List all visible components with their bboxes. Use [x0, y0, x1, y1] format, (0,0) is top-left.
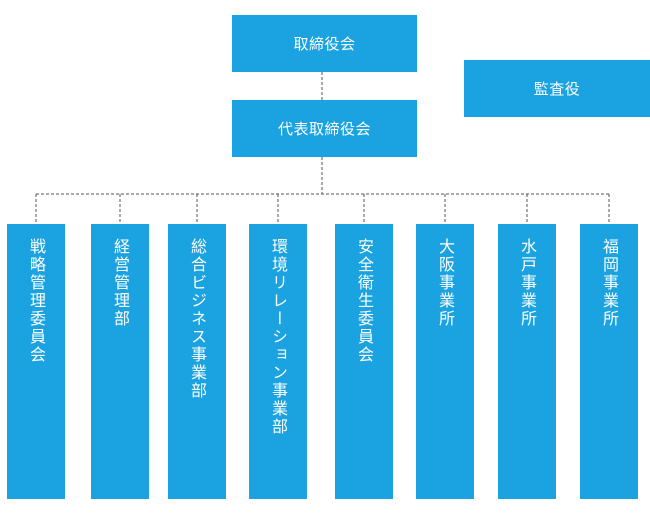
department-label: 福岡事業所 — [600, 238, 619, 328]
auditor-box: 監査役 — [464, 60, 650, 117]
board-of-directors-box: 取締役会 — [232, 15, 417, 72]
department-box-management: 経営管理部 — [91, 224, 149, 499]
department-box-safety-health-committee: 安全衛生委員会 — [335, 224, 393, 499]
department-label: 戦略管理委員会 — [27, 238, 46, 364]
department-box-strategy-committee: 戦略管理委員会 — [7, 224, 65, 499]
department-label: 安全衛生委員会 — [355, 238, 374, 364]
board-of-directors-label: 取締役会 — [293, 35, 356, 53]
representative-directors-label: 代表取締役会 — [277, 120, 371, 138]
department-label: 水戸事業所 — [518, 238, 537, 328]
department-label: 総合ビジネス事業部 — [188, 238, 207, 400]
department-box-mito-office: 水戸事業所 — [498, 224, 556, 499]
auditor-label: 監査役 — [533, 80, 581, 98]
department-label: 大阪事業所 — [436, 238, 455, 328]
department-box-general-business: 総合ビジネス事業部 — [168, 224, 226, 499]
department-box-osaka-office: 大阪事業所 — [416, 224, 474, 499]
department-box-fukuoka-office: 福岡事業所 — [580, 224, 638, 499]
department-label: 経営管理部 — [111, 238, 130, 328]
department-box-environment-relations: 環境リレーション事業部 — [249, 224, 307, 499]
representative-directors-box: 代表取締役会 — [232, 100, 417, 157]
department-label: 環境リレーション事業部 — [269, 238, 288, 436]
